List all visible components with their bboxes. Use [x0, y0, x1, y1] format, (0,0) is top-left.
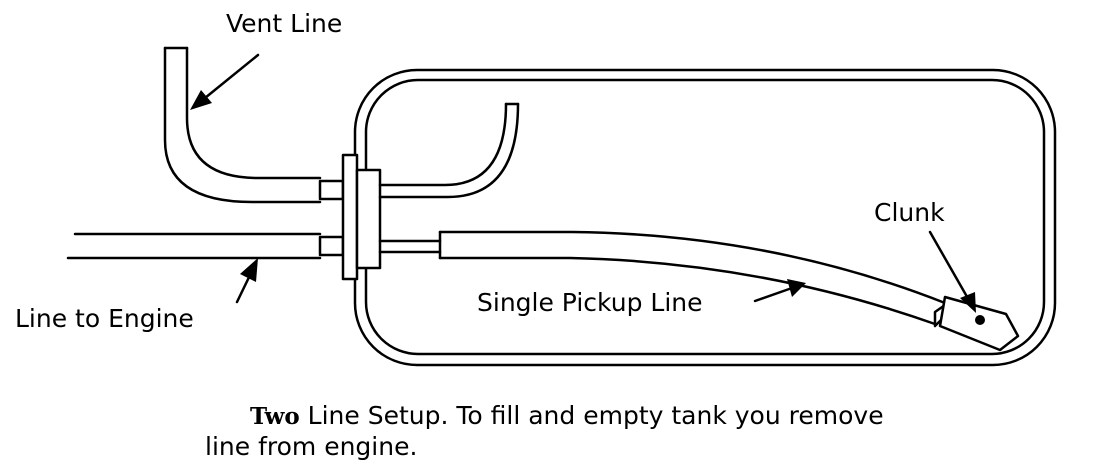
clunk-weight [933, 295, 1020, 352]
pickup-line-internal [378, 230, 947, 326]
label-single-pickup-line: Single Pickup Line [477, 288, 703, 317]
vent-line-internal [378, 102, 520, 199]
label-clunk: Clunk [874, 198, 945, 227]
caption-lead: Two [250, 403, 300, 430]
vent-line-external [163, 46, 322, 204]
stopper-fittings [318, 179, 345, 257]
caption-line-1: Two Line Setup. To fill and empty tank y… [250, 401, 884, 430]
tank-stopper [341, 153, 382, 281]
label-vent-line: Vent Line [226, 9, 342, 38]
caption-line-2: line from engine. [205, 432, 417, 461]
caption-line-1-rest: Line Setup. To fill and empty tank you r… [300, 401, 884, 430]
label-line-to-engine: Line to Engine [15, 304, 194, 333]
arrows [190, 53, 976, 313]
line-to-engine-external [66, 232, 322, 260]
